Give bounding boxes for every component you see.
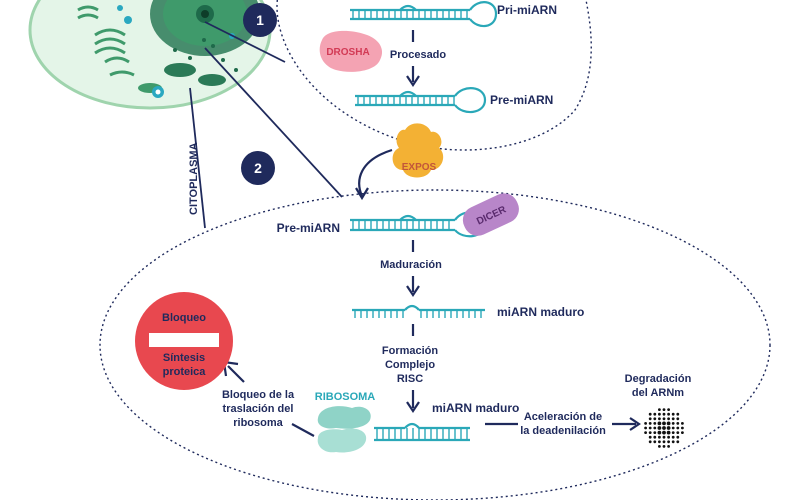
- stop-sign-icon: Bloqueo Síntesis proteica: [135, 292, 233, 390]
- ribosoma-label: RIBOSOMA: [315, 391, 376, 403]
- pre-mirna-hairpin-nucleus: [355, 87, 487, 114]
- degradacion-label-2: del ARNm: [632, 387, 684, 399]
- dicer-enzyme: DICER: [462, 193, 519, 236]
- cytoplasm-boundary: [99, 189, 771, 500]
- pri-mirna-label: Pri-miARN: [497, 3, 557, 17]
- step-badge-2: 2: [241, 151, 275, 185]
- formacion-label-2: Complejo: [385, 359, 435, 371]
- procesado-label: Procesado: [390, 49, 447, 61]
- degradacion-label-1: Degradación: [625, 373, 692, 385]
- pri-mirna-hairpin: [350, 1, 498, 28]
- mature-mirna-strand-1: [352, 304, 485, 318]
- svg-text:1: 1: [256, 12, 264, 28]
- bloqueo-sign-label: Bloqueo: [162, 312, 206, 324]
- mature-mirna-strand-2: [374, 422, 470, 442]
- pre-mirna-nucleus-label: Pre-miARN: [490, 93, 553, 107]
- aceleracion-label-2: la deadenilación: [520, 425, 606, 437]
- drosha-enzyme: DROSHA: [319, 30, 383, 72]
- svg-text:DROSHA: DROSHA: [326, 47, 369, 58]
- aceleracion-label-1: Aceleración de: [524, 411, 602, 423]
- connector-line-cytoplasm: [204, 47, 343, 198]
- svg-text:EXPOS: EXPOS: [402, 162, 437, 173]
- citoplasma-label: CITOPLASMA: [188, 142, 200, 215]
- bloqueo-traslacion-label-3: ribosoma: [233, 417, 283, 429]
- cell-icon: [28, 0, 272, 110]
- pre-mirna-cytoplasm-label: Pre-miARN: [277, 221, 340, 235]
- sintesis-label-1: Síntesis: [163, 352, 205, 364]
- expos-enzyme: EXPOS: [392, 123, 444, 178]
- formacion-label-1: Formación: [382, 345, 439, 357]
- formacion-label-3: RISC: [397, 373, 423, 385]
- nucleus-boundary: [276, 0, 592, 151]
- mature-mirna-label-2: miARN maduro: [432, 401, 519, 415]
- sintesis-label-2: proteica: [163, 366, 207, 378]
- bloqueo-traslacion-label-1: Bloqueo de la: [222, 389, 295, 401]
- connector-line-cytoplasm-2: [189, 87, 206, 229]
- bloqueo-traslacion-label-2: traslación del: [223, 403, 294, 415]
- ribosome-icon: [317, 406, 371, 453]
- connector-line-nucleus: [204, 21, 286, 63]
- maduracion-label: Maduración: [380, 259, 442, 271]
- degradation-dots-icon: [644, 408, 684, 448]
- step-badge-1: 1: [243, 3, 277, 37]
- svg-text:2: 2: [254, 160, 262, 176]
- mature-mirna-label-1: miARN maduro: [497, 305, 584, 319]
